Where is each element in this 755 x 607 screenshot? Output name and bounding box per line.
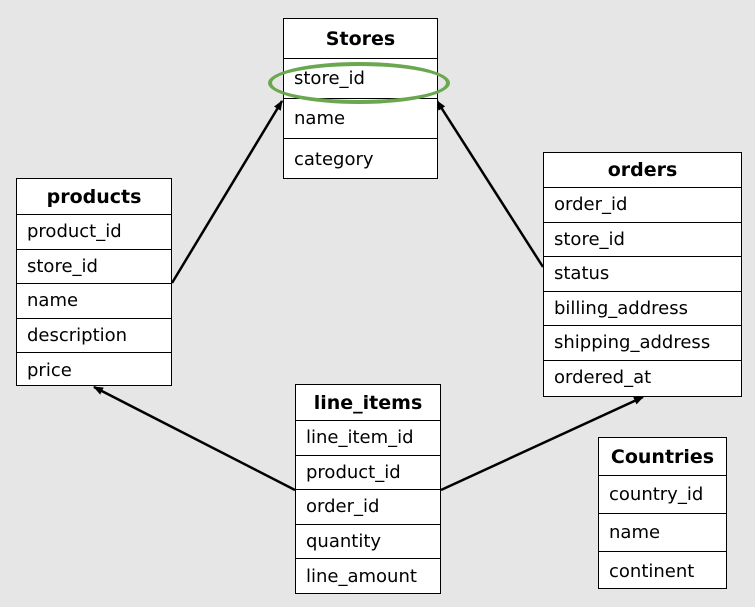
field-line-items-line-amount[interactable]: line_amount [306, 565, 417, 587]
table-stores[interactable]: Stores store_id name category [283, 18, 438, 179]
table-title-orders: orders [544, 153, 741, 188]
table-title-products: products [17, 179, 171, 215]
field-line-items-product-id[interactable]: product_id [296, 456, 440, 490]
table-title-line-items: line_items [296, 385, 440, 421]
field-line-items-line-item-id[interactable]: line_item_id [296, 421, 440, 456]
field-orders-store-id[interactable]: store_id [544, 223, 741, 257]
field-orders-order-id[interactable]: order_id [544, 188, 741, 223]
field-products-name[interactable]: name [17, 284, 171, 319]
field-countries-continent[interactable]: continent [609, 560, 695, 582]
connector-products-to-stores [170, 100, 284, 284]
field-stores-name[interactable]: name [284, 99, 437, 139]
field-line-items-order-id[interactable]: order_id [296, 490, 440, 525]
field-countries-name[interactable]: name [599, 514, 726, 552]
field-orders-billing-address[interactable]: billing_address [544, 292, 741, 326]
field-orders-ordered-at[interactable]: ordered_at [554, 367, 652, 389]
field-orders-shipping-address[interactable]: shipping_address [544, 326, 741, 361]
table-title-stores: Stores [284, 19, 437, 59]
field-products-price[interactable]: price [27, 359, 72, 381]
field-line-items-quantity[interactable]: quantity [296, 525, 440, 559]
table-title-countries: Countries [599, 438, 726, 476]
field-stores-category[interactable]: category [294, 148, 374, 170]
field-products-store-id[interactable]: store_id [17, 250, 171, 284]
table-orders[interactable]: orders order_id store_id status billing_… [543, 152, 742, 397]
table-products[interactable]: products product_id store_id name descri… [16, 178, 172, 386]
field-stores-store-id[interactable]: store_id [284, 59, 437, 99]
table-countries[interactable]: Countries country_id name continent [598, 437, 727, 589]
field-countries-country-id[interactable]: country_id [599, 476, 726, 514]
table-line-items[interactable]: line_items line_item_id product_id order… [295, 384, 441, 594]
connector-line-items-to-products [93, 385, 296, 492]
field-products-description[interactable]: description [17, 319, 171, 353]
field-products-product-id[interactable]: product_id [17, 215, 171, 250]
field-orders-status[interactable]: status [544, 257, 741, 292]
connector-orders-to-stores [435, 100, 545, 268]
